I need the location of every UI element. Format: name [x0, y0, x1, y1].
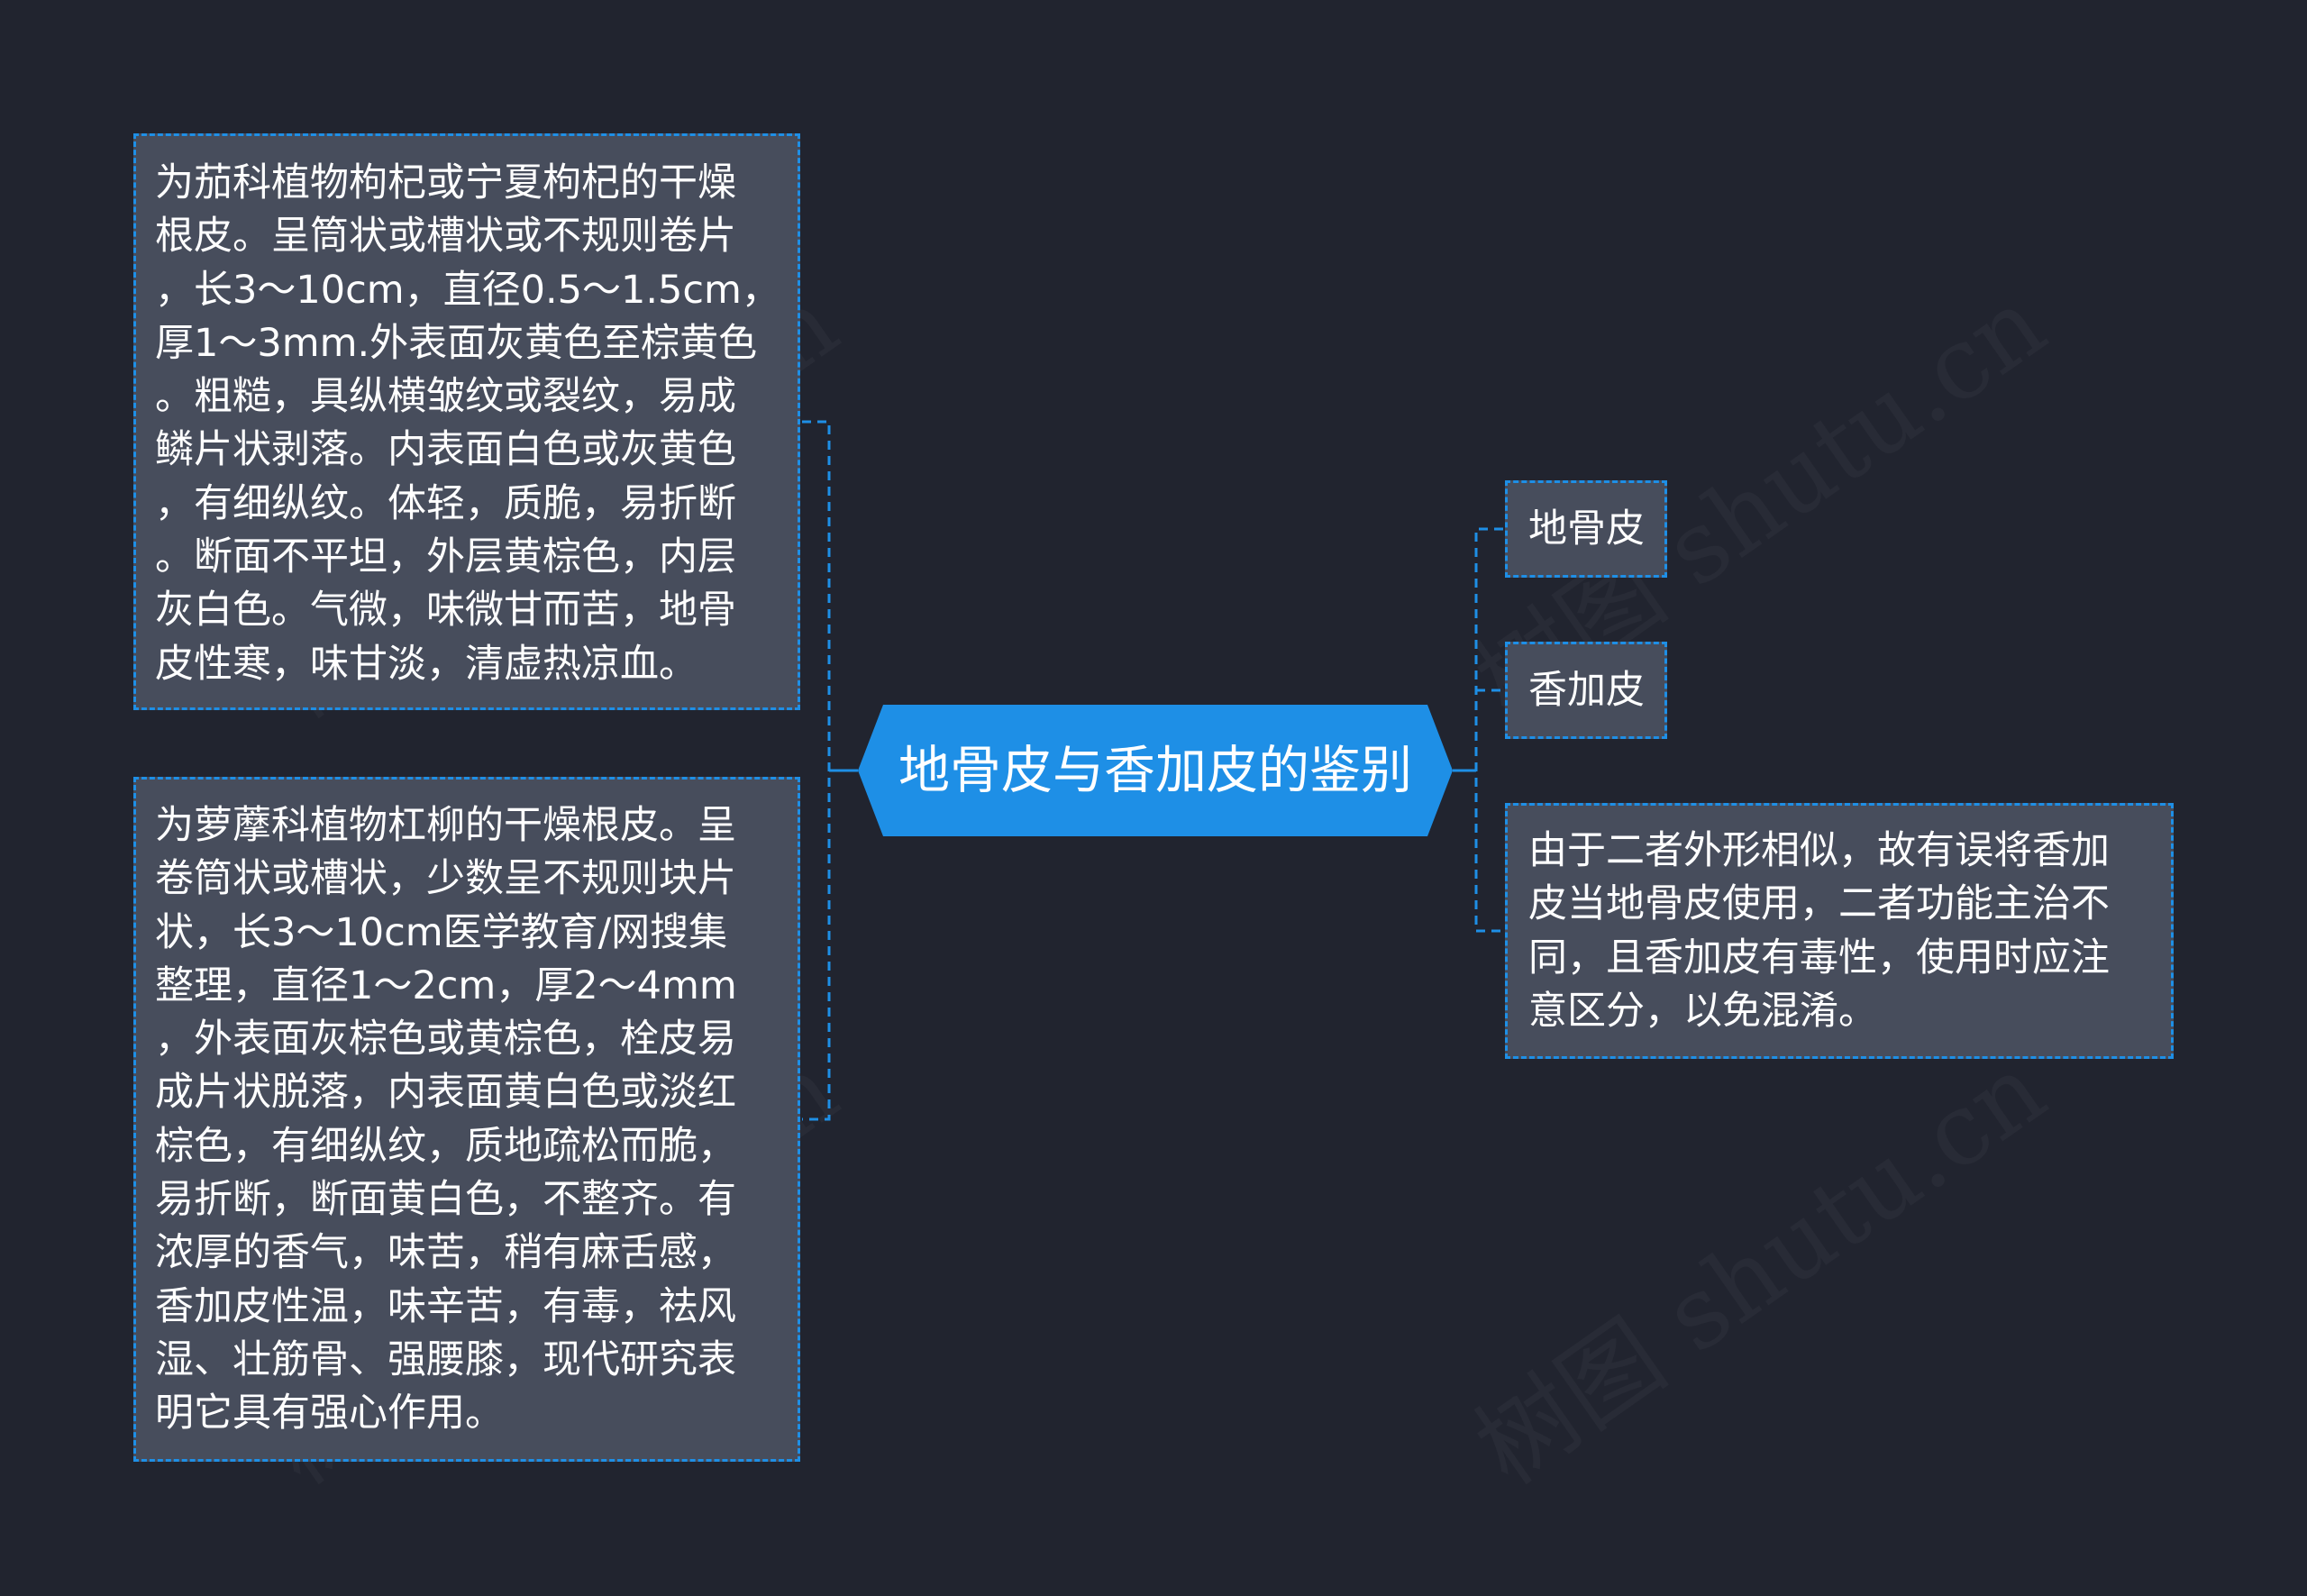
right-node-note[interactable]: 由于二者外形相似，故有误将香加 皮当地骨皮使用，二者功能主治不 同，且香加皮有毒… [1505, 803, 2174, 1059]
left-node-description-digupi[interactable]: 为茄科植物枸杞或宁夏枸杞的干燥 根皮。呈筒状或槽状或不规则卷片 ，长3～10cm… [133, 133, 800, 710]
right-node-digupi[interactable]: 地骨皮 [1505, 480, 1667, 578]
node-text: 为茄科植物枸杞或宁夏枸杞的干燥 根皮。呈筒状或槽状或不规则卷片 ，长3～10cm… [155, 160, 780, 687]
connector-left-bracket [802, 420, 831, 1121]
node-text: 香加皮 [1528, 668, 1645, 713]
root-node-shape [858, 705, 1453, 836]
root-title: 地骨皮与香加皮的鉴别 [898, 741, 1412, 800]
node-text: 地骨皮 [1528, 506, 1645, 552]
left-node-description-xiangjiapi[interactable]: 为萝藦科植物杠柳的干燥根皮。呈 卷筒状或槽状，少数呈不规则块片 状，长3～10c… [133, 777, 800, 1462]
root-node[interactable]: 地骨皮与香加皮的鉴别 [858, 705, 1453, 836]
node-text: 由于二者外形相似，故有误将香加 皮当地骨皮使用，二者功能主治不 同，且香加皮有毒… [1528, 828, 2110, 1034]
right-node-xiangjiapi[interactable]: 香加皮 [1505, 642, 1667, 739]
connector-right-bracket [1474, 527, 1503, 933]
node-text: 为萝藦科植物杠柳的干燥根皮。呈 卷筒状或槽状，少数呈不规则块片 状，长3～10c… [155, 803, 737, 1436]
